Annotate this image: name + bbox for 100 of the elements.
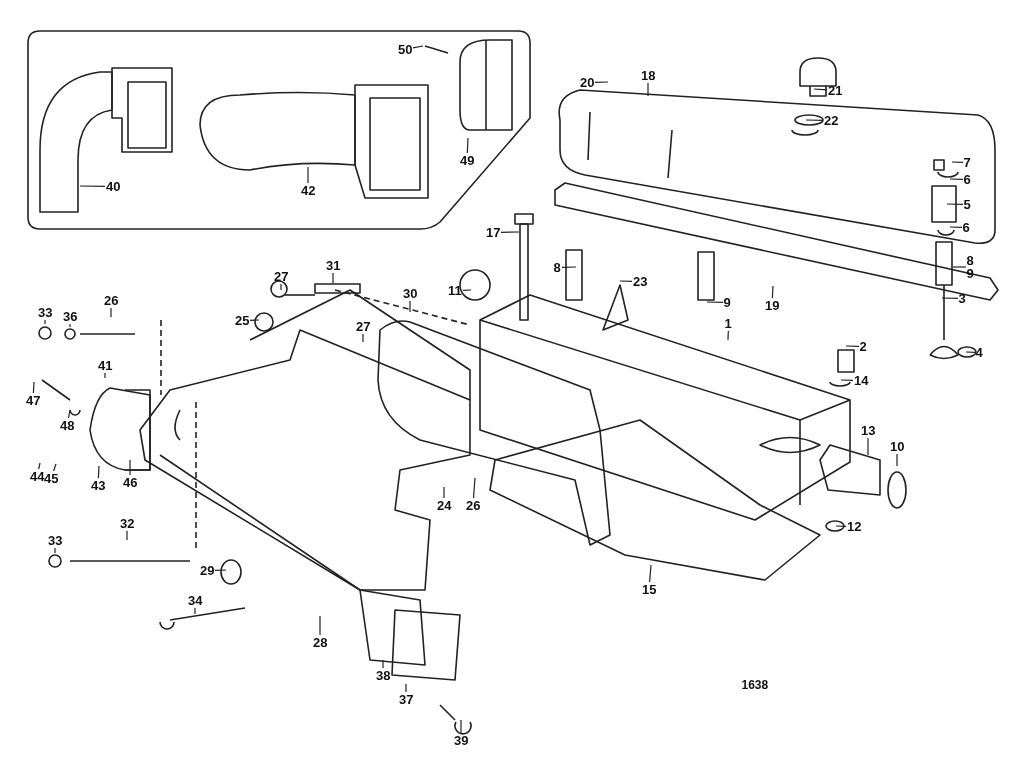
leader-line — [946, 203, 964, 205]
callout-number: 44 — [30, 469, 45, 483]
callout-number: 22 — [824, 113, 839, 127]
callout-number: 49 — [460, 153, 475, 167]
leader-line — [835, 525, 847, 527]
leader-line — [896, 453, 898, 467]
leader-line — [307, 166, 309, 184]
leader-line — [500, 231, 520, 233]
leader-line — [706, 301, 724, 303]
leader-line — [67, 409, 71, 419]
leader-line — [409, 300, 411, 313]
leader-line — [805, 119, 824, 121]
callout-number: 34 — [188, 593, 203, 607]
callout-number: 5 — [963, 197, 971, 211]
callout-number: 20 — [580, 75, 595, 89]
callout-number: 41 — [98, 358, 113, 372]
leader-line — [647, 82, 649, 97]
callout-number: 47 — [26, 393, 41, 407]
callout-number: 46 — [123, 475, 138, 489]
callout-number: 14 — [854, 373, 869, 387]
callout-number: 38 — [376, 668, 391, 682]
leader-line — [649, 564, 652, 583]
callout-number: 9 — [723, 295, 731, 309]
callout-number: 45 — [44, 471, 59, 485]
leader-line — [129, 459, 131, 476]
callout-number: 17 — [486, 225, 501, 239]
leader-line — [412, 45, 424, 49]
leader-line — [362, 333, 364, 343]
callout-number: 7 — [963, 155, 971, 169]
drawing-number: 1638 — [741, 678, 769, 692]
callout-number: 28 — [313, 635, 328, 649]
callout-number: 42 — [301, 183, 316, 197]
leader-line — [952, 266, 967, 268]
leader-line — [97, 465, 100, 479]
callout-number: 31 — [326, 258, 341, 272]
callout-number: 37 — [399, 692, 414, 706]
leader-line — [126, 530, 128, 541]
leader-line — [382, 659, 384, 669]
leader-line — [443, 486, 445, 499]
leader-line — [104, 372, 106, 379]
leader-line — [79, 185, 106, 187]
leader-line — [249, 319, 260, 321]
callout-number: 19 — [765, 298, 780, 312]
leader-line — [840, 379, 854, 381]
callout-number: 27 — [274, 269, 289, 283]
leader-line — [813, 88, 828, 91]
leader-line — [941, 297, 959, 299]
callout-number: 26 — [466, 498, 481, 512]
leader-line — [332, 272, 334, 284]
callout-number: 32 — [120, 516, 135, 530]
callout-number: 36 — [63, 309, 78, 323]
callout-number: 24 — [437, 498, 452, 512]
callout-number: 27 — [356, 319, 371, 333]
callout-number: 25 — [235, 313, 250, 327]
callout-number: 21 — [828, 83, 843, 97]
callout-number: 1 — [724, 316, 732, 330]
callout-number: 11 — [448, 283, 462, 297]
leader-line — [194, 607, 196, 615]
leader-line — [845, 345, 860, 347]
leader-line — [472, 477, 476, 499]
leader-line — [462, 289, 472, 291]
leader-line — [319, 615, 321, 636]
leader-line — [949, 178, 964, 180]
callout-number: 33 — [38, 305, 53, 319]
leader-line — [32, 381, 35, 394]
callout-number: 15 — [642, 582, 657, 596]
leader-line — [951, 161, 964, 163]
leader-line — [44, 319, 46, 325]
leader-line — [965, 351, 976, 353]
callout-number: 30 — [403, 286, 418, 300]
callout-number: 13 — [861, 423, 876, 437]
callout-number: 2 — [859, 339, 867, 353]
leader-line — [53, 463, 57, 472]
leader-line — [54, 547, 56, 554]
leader-line — [949, 226, 963, 228]
callout-number: 10 — [890, 439, 905, 453]
callout-number: 26 — [104, 293, 119, 307]
leader-line — [214, 569, 227, 571]
callout-number: 39 — [454, 733, 469, 747]
callout-number: 4 — [975, 345, 983, 359]
leader-line — [594, 81, 609, 83]
leader-line — [619, 280, 633, 282]
leader-line — [38, 462, 41, 470]
leader-line — [405, 683, 407, 693]
callout-number: 3 — [958, 291, 966, 305]
leader-line — [727, 330, 729, 341]
callout-number: 6 — [962, 220, 970, 234]
leader-line — [466, 137, 469, 154]
callout-number: 12 — [847, 519, 862, 533]
leader-line — [460, 719, 462, 734]
callout-number: 23 — [633, 274, 648, 288]
leader-line — [867, 437, 869, 456]
leader-line — [280, 283, 282, 291]
callout-number: 50 — [398, 42, 413, 56]
leader-line — [771, 285, 774, 299]
callout-number: 40 — [106, 179, 121, 193]
callout-number: 33 — [48, 533, 63, 547]
callout-number: 43 — [91, 478, 106, 492]
callout-number: 8 — [553, 260, 561, 274]
callout-number: 6 — [963, 172, 971, 186]
